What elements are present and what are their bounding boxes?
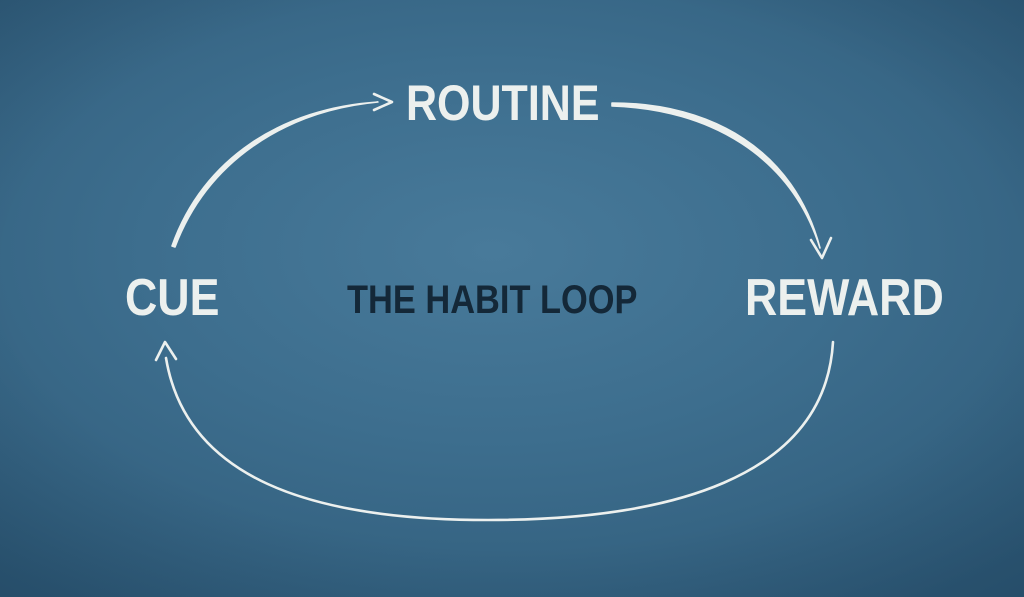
node-routine: ROUTINE bbox=[406, 75, 600, 131]
node-reward: REWARD bbox=[745, 269, 944, 327]
arrowhead-cue bbox=[154, 340, 178, 362]
arrow-reward-to-cue bbox=[164, 340, 835, 522]
arrow-routine-to-reward bbox=[611, 102, 821, 249]
arrowhead-reward bbox=[809, 236, 833, 260]
arrowhead-routine bbox=[372, 92, 394, 112]
node-cue: CUE bbox=[125, 269, 220, 327]
diagram-title: THE HABIT LOOP bbox=[347, 278, 638, 322]
arrow-cue-to-routine bbox=[171, 101, 379, 248]
